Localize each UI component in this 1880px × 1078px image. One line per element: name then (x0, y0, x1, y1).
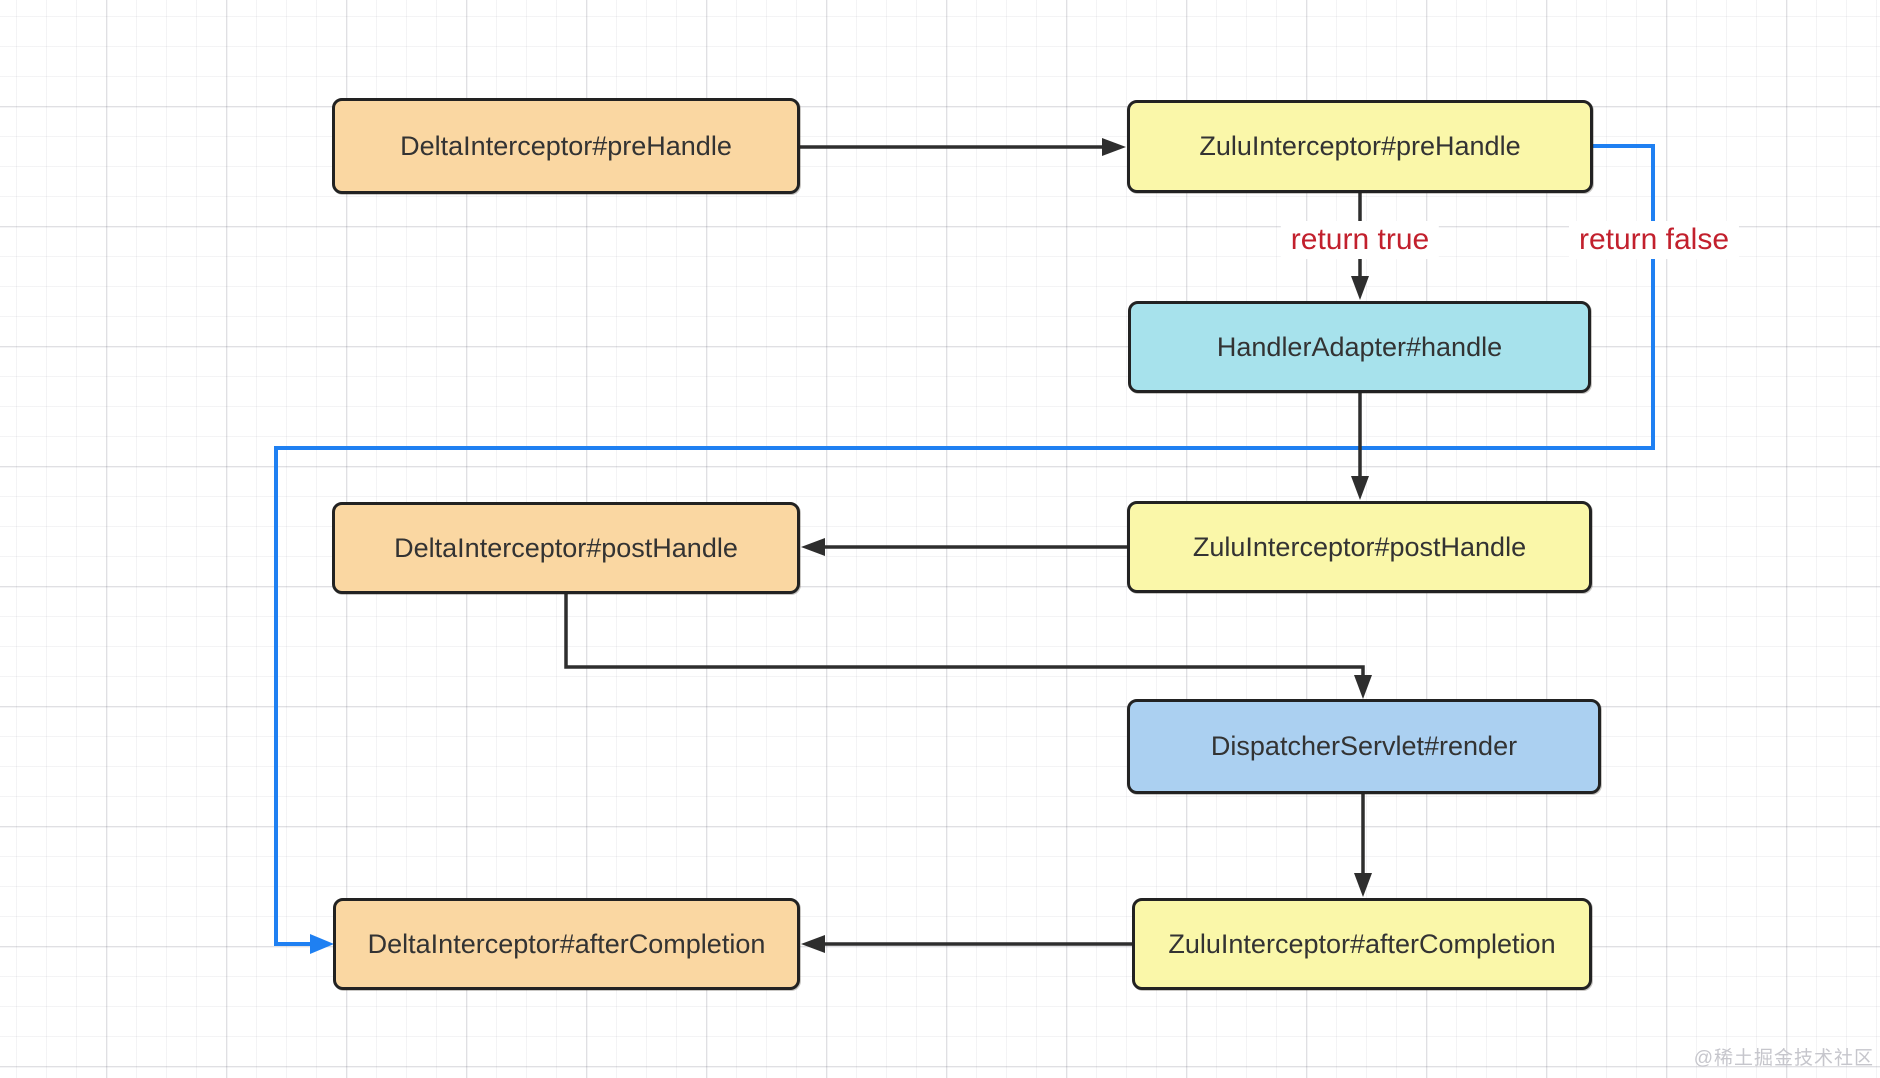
node-delta-interceptor-aftercompletion: DeltaInterceptor#afterCompletion (333, 898, 800, 990)
edge-prehandle-arrow (800, 138, 1126, 156)
edge-posthandle-arrow (801, 538, 1127, 556)
node-dispatcher-servlet-render: DispatcherServlet#render (1127, 699, 1601, 794)
node-handler-adapter-handle: HandlerAdapter#handle (1128, 301, 1591, 393)
node-zulu-interceptor-prehandle: ZuluInterceptor#preHandle (1127, 100, 1593, 193)
arrowhead-right-blue (310, 934, 334, 954)
node-delta-interceptor-posthandle: DeltaInterceptor#postHandle (332, 502, 800, 594)
edge-render-to-aftercompletion-arrow (1354, 794, 1372, 897)
node-label: ZuluInterceptor#afterCompletion (1168, 928, 1556, 959)
arrowhead-right (1102, 138, 1126, 156)
arrowhead-down (1354, 873, 1372, 897)
node-label: ZuluInterceptor#postHandle (1192, 531, 1527, 562)
node-label: DispatcherServlet#render (1210, 731, 1518, 761)
node-label: DeltaInterceptor#postHandle (394, 532, 738, 563)
node-delta-interceptor-prehandle: DeltaInterceptor#preHandle (332, 98, 800, 194)
edge-label-return-false: return false (1568, 221, 1740, 259)
node-label: DeltaInterceptor#preHandle (400, 130, 732, 161)
node-label: ZuluInterceptor#preHandle (1199, 131, 1521, 161)
edge-posthandle-to-render-arrow (564, 594, 1372, 699)
edge-aftercompletion-arrow (801, 935, 1132, 953)
arrowhead-left (801, 935, 825, 953)
edge-label-return-true: return true (1280, 221, 1440, 259)
arrowhead-down (1351, 476, 1369, 500)
arrowhead-left (801, 538, 825, 556)
edge-handle-to-posthandle-arrow (1351, 393, 1369, 500)
node-label: HandlerAdapter#handle (1216, 331, 1503, 362)
node-zulu-interceptor-posthandle: ZuluInterceptor#postHandle (1127, 501, 1592, 593)
node-label: DeltaInterceptor#afterCompletion (367, 928, 766, 959)
arrowhead-down (1351, 276, 1369, 300)
edge-return-false-bypass-arrow (274, 144, 1655, 954)
node-zulu-interceptor-aftercompletion: ZuluInterceptor#afterCompletion (1132, 898, 1592, 990)
watermark-text: @稀土掘金技术社区 (1693, 1048, 1874, 1069)
arrowhead-down (1354, 675, 1372, 699)
